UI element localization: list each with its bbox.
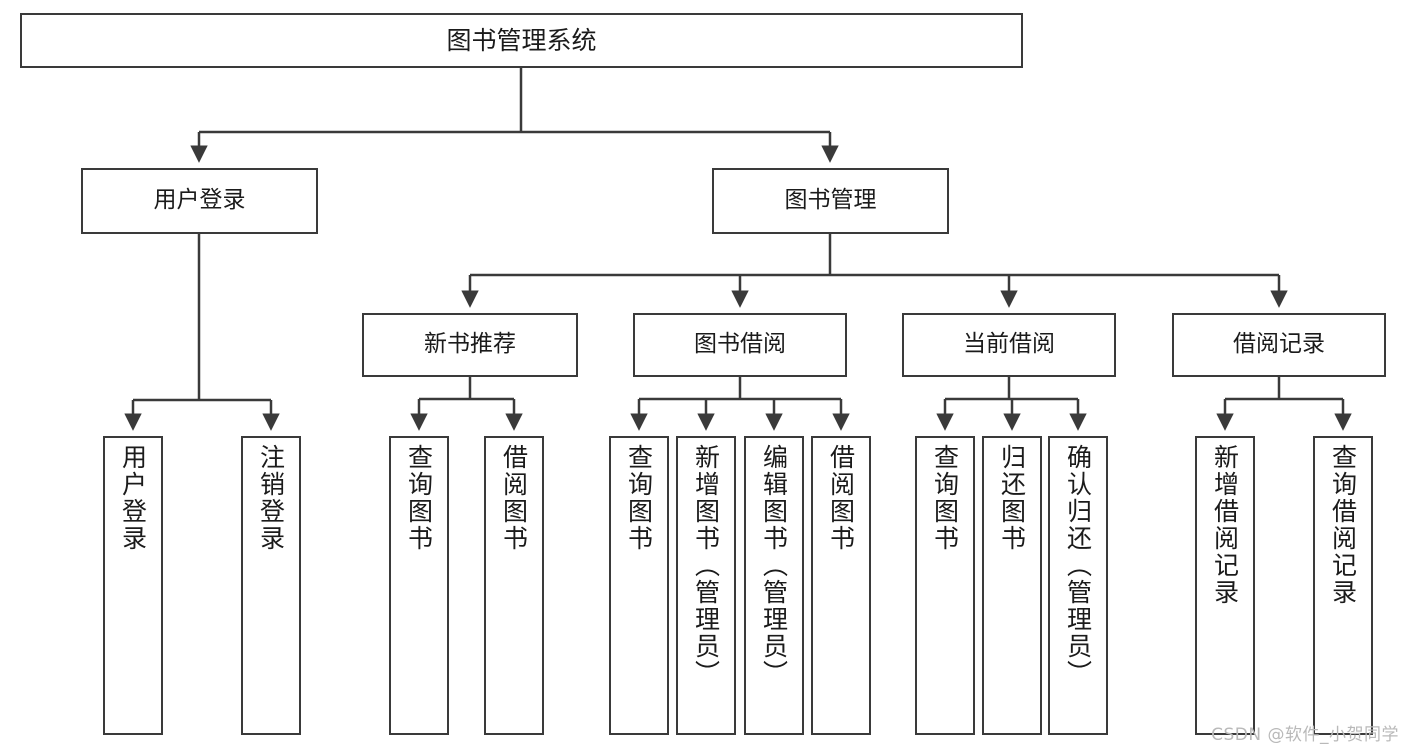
leaf-add-borrow-record[interactable]: 新增借阅记录 — [1195, 436, 1255, 735]
node-label: 图书借阅 — [694, 331, 786, 358]
node-label: 新增借阅记录 — [1210, 444, 1240, 606]
node-book-management[interactable]: 图书管理 — [712, 168, 949, 234]
leaf-edit-book-admin[interactable]: 编辑图书（管理员） — [744, 436, 804, 735]
node-current-borrowing[interactable]: 当前借阅 — [902, 313, 1116, 377]
node-label: 借阅图书 — [826, 444, 856, 552]
node-label: 借阅记录 — [1233, 331, 1325, 358]
node-label: 图书管理 — [784, 187, 877, 214]
leaf-query-book-borrow[interactable]: 查询图书 — [609, 436, 669, 735]
node-label: 查询图书 — [930, 444, 960, 552]
node-label: 查询图书 — [624, 444, 654, 552]
node-label: 借阅图书 — [499, 444, 529, 552]
node-book-borrowing[interactable]: 图书借阅 — [633, 313, 847, 377]
node-root-book-management-system[interactable]: 图书管理系统 — [20, 13, 1023, 68]
node-label: 确认归还（管理员） — [1063, 444, 1093, 687]
node-label: 图书管理系统 — [446, 25, 597, 55]
leaf-confirm-return-admin[interactable]: 确认归还（管理员） — [1048, 436, 1108, 735]
node-label: 新书推荐 — [424, 331, 516, 358]
node-borrowing-record[interactable]: 借阅记录 — [1172, 313, 1386, 377]
node-label: 用户登录 — [118, 444, 148, 552]
leaf-logout[interactable]: 注销登录 — [241, 436, 301, 735]
node-label: 注销登录 — [256, 444, 286, 552]
node-new-book-recommendation[interactable]: 新书推荐 — [362, 313, 578, 377]
node-label: 当前借阅 — [963, 331, 1055, 358]
node-label: 编辑图书（管理员） — [759, 444, 789, 687]
leaf-return-book[interactable]: 归还图书 — [982, 436, 1042, 735]
node-label: 查询图书 — [404, 444, 434, 552]
node-label: 用户登录 — [153, 187, 246, 214]
leaf-user-login[interactable]: 用户登录 — [103, 436, 163, 735]
node-label: 归还图书 — [997, 444, 1027, 552]
leaf-query-borrow-record[interactable]: 查询借阅记录 — [1313, 436, 1373, 735]
leaf-add-book-admin[interactable]: 新增图书（管理员） — [676, 436, 736, 735]
node-user-login[interactable]: 用户登录 — [81, 168, 318, 234]
csdn-watermark: CSDN @软件_小贺同学 — [1211, 725, 1399, 745]
leaf-query-book-current[interactable]: 查询图书 — [915, 436, 975, 735]
node-label: 新增图书（管理员） — [691, 444, 721, 687]
node-label: 查询借阅记录 — [1328, 444, 1358, 606]
leaf-borrow-book[interactable]: 借阅图书 — [811, 436, 871, 735]
leaf-query-book-newbook[interactable]: 查询图书 — [389, 436, 449, 735]
leaf-borrow-book-newbook[interactable]: 借阅图书 — [484, 436, 544, 735]
